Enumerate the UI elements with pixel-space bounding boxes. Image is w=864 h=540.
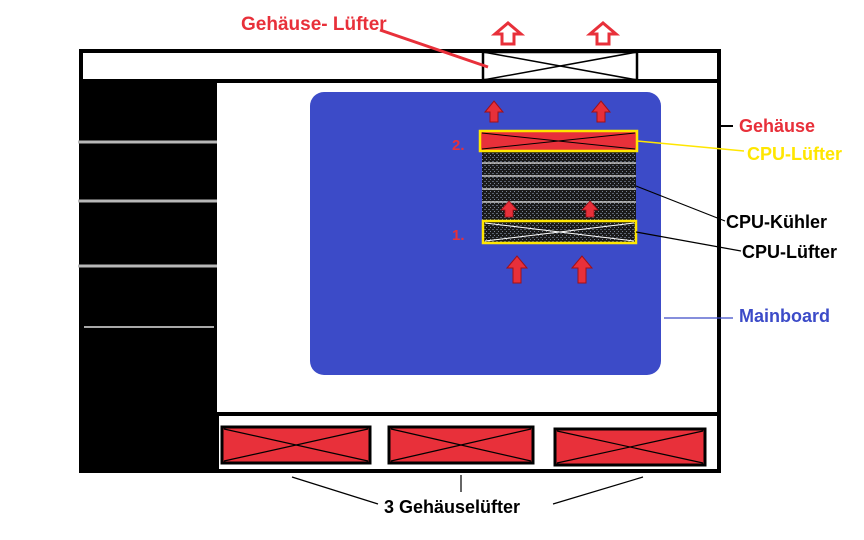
leader-bottom-fans-right bbox=[552, 476, 644, 505]
leader-gehaeuse-luefter bbox=[379, 28, 489, 69]
drive-bay-panel bbox=[81, 83, 217, 471]
top-exhaust-arrow-left bbox=[490, 21, 526, 46]
label-mainboard: Mainboard bbox=[739, 306, 830, 326]
leader-cpu-luefter-top bbox=[636, 140, 745, 152]
cpu-fan-1 bbox=[481, 219, 638, 245]
label-cpu-luefter-bottom: CPU-Lüfter bbox=[742, 242, 837, 262]
top-case-fan bbox=[481, 50, 639, 82]
cpu-exhaust-arrow-left bbox=[483, 100, 505, 123]
bottom-case-fan-2 bbox=[387, 425, 535, 465]
leader-cpu-kuehler bbox=[635, 185, 726, 222]
cooler-airflow-arrow-right bbox=[581, 200, 599, 218]
bottom-case-fan-3 bbox=[553, 427, 707, 467]
label-num-2: 2. bbox=[452, 137, 465, 154]
label-cpu-kuehler: CPU-Kühler bbox=[726, 212, 827, 232]
label-num-1: 1. bbox=[452, 227, 465, 244]
label-drei-gehaeuseluefter: 3 Gehäuselüfter bbox=[384, 497, 520, 517]
leader-cpu-luefter-bottom bbox=[635, 231, 742, 252]
cooler-airflow-arrow-left bbox=[500, 200, 518, 218]
cpu-exhaust-arrow-right bbox=[590, 100, 612, 123]
cpu-intake-arrow-right bbox=[570, 255, 594, 284]
cpu-intake-arrow-left bbox=[505, 255, 529, 284]
label-gehaeuse-luefter: Gehäuse- Lüfter bbox=[241, 14, 387, 35]
cpu-fan-2 bbox=[478, 129, 639, 153]
label-cpu-luefter-top: CPU-Lüfter bbox=[747, 144, 842, 164]
top-exhaust-arrow-right bbox=[585, 21, 621, 46]
leader-bottom-fans-left bbox=[291, 476, 379, 505]
bottom-case-fan-1 bbox=[220, 425, 372, 465]
label-gehaeuse: Gehäuse bbox=[739, 116, 815, 136]
